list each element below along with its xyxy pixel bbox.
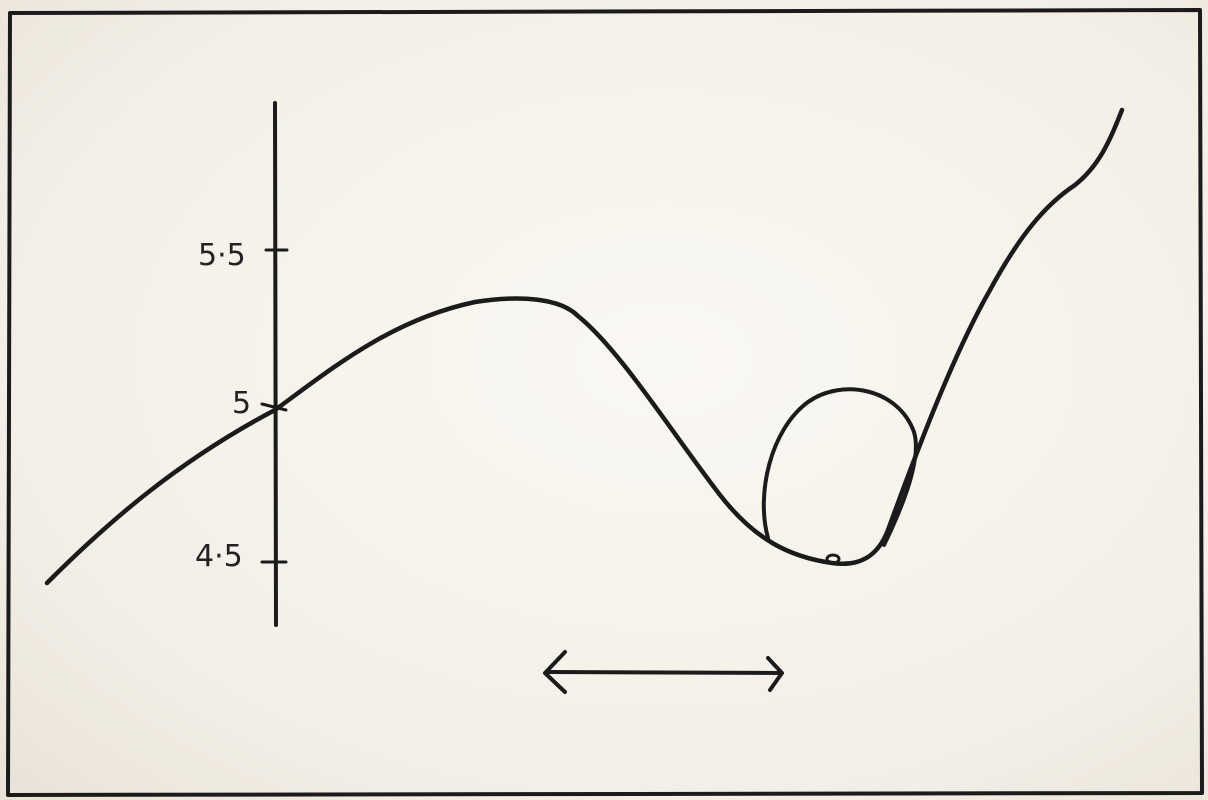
valley-point-marker <box>825 553 841 565</box>
tick-label-4-5: 4·5 <box>195 539 243 574</box>
arrow-head-right <box>766 656 784 692</box>
tick-label-5: 5 <box>232 386 251 421</box>
wavy-curve <box>44 107 1125 586</box>
frame-border <box>6 8 1204 797</box>
tick-mark-5 <box>260 402 288 412</box>
loop-circle <box>761 387 918 547</box>
tick-label-5-5: 5·5 <box>198 238 246 273</box>
double-arrow-shaft <box>546 670 782 675</box>
vertical-axis <box>273 101 278 627</box>
arrow-head-left <box>543 650 567 694</box>
